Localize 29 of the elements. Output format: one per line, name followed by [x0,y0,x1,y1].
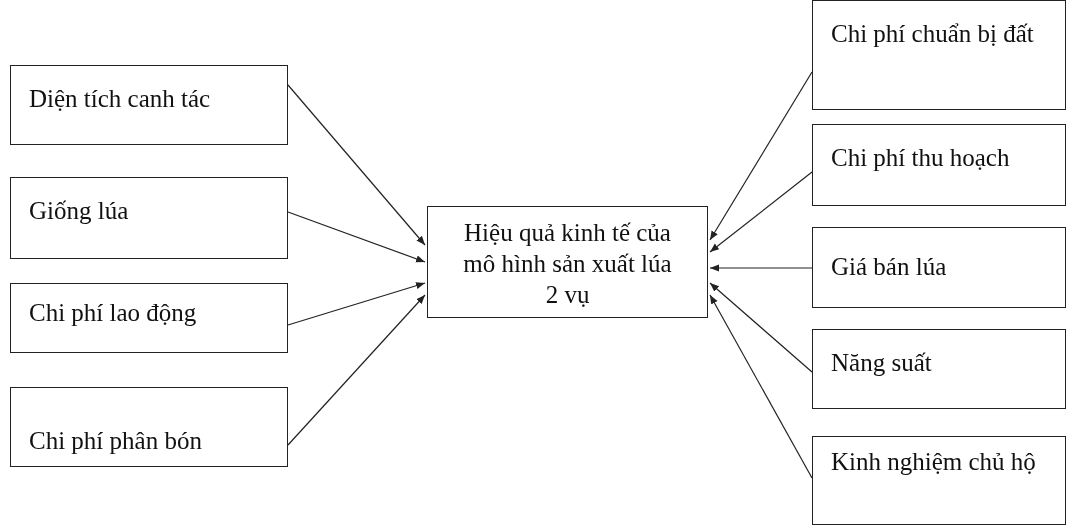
arrow [287,84,426,246]
process-box [812,227,1066,308]
arrow [287,211,426,263]
process-box [10,283,288,353]
box-label: Chi phí thu hoạch [831,143,1011,173]
box-label: Diện tích canh tác [29,84,212,114]
box-label: Kinh nghiệm chủ hộ [831,447,1037,477]
arrow [287,282,426,326]
arrow [709,282,813,373]
process-box [10,387,288,467]
arrow [287,294,426,446]
arrow [709,294,813,479]
process-box [427,206,708,318]
process-box [812,329,1066,409]
process-box [812,436,1066,525]
box-label: Giá bán lúa [831,252,948,282]
box-label: Năng suất [831,348,933,378]
process-box [812,124,1066,206]
process-box [812,0,1066,110]
box-label: Chi phí lao động [29,298,198,328]
box-label: Chi phí chuẩn bị đất [831,19,1035,49]
process-box [10,177,288,259]
box-label: Giống lúa [29,196,130,226]
arrow [709,264,813,272]
arrow [709,171,813,253]
process-box [10,65,288,145]
box-label: Chi phí phân bón [29,426,203,456]
arrow [709,71,813,241]
box-label: Hiệu quả kinh tế của mô hình sản xuất lúa 2 vụ [462,218,673,310]
